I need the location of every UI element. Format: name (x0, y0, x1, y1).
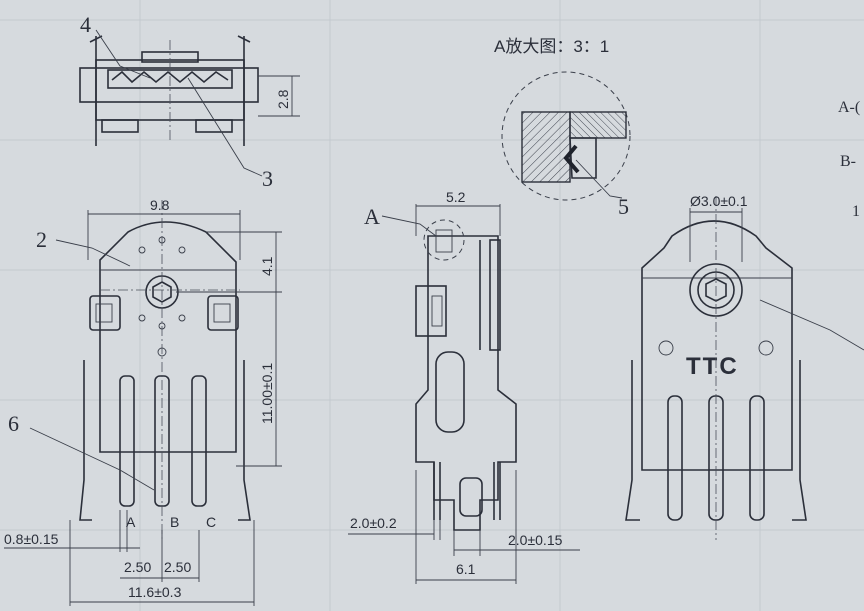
dimension-2-50-right: 2.50 (164, 559, 191, 575)
callout-5: 5 (618, 194, 629, 219)
dimension-5-2: 5.2 (446, 189, 466, 205)
dimension-6-1: 6.1 (456, 561, 476, 577)
dimension-2-8: 2.8 (275, 89, 291, 109)
rear-view: TTC Ø3.0±0.1 (625, 193, 864, 540)
dimension-2-0-right: 2.0±0.15 (508, 532, 563, 548)
note-a: A-( (838, 99, 860, 116)
note-1: 1 (852, 203, 860, 220)
brand-mark: TTC (686, 353, 739, 380)
right-edge-notes: A-( B- 1 (838, 99, 860, 220)
front-view: 9.8 4.1 11.00±0.1 2 6 A B C 0.8±0.15 2.5… (4, 197, 282, 606)
callout-3: 3 (262, 166, 273, 191)
dimension-0-8: 0.8±0.15 (4, 531, 59, 547)
callout-6: 6 (8, 411, 19, 436)
dimension-diameter: Ø3.0±0.1 (690, 193, 748, 209)
pin-label-a: A (126, 514, 136, 530)
callout-4: 4 (80, 12, 91, 37)
dimension-9-8: 9.8 (150, 197, 170, 213)
side-view: 5.2 A 2.0±0.2 2.0±0.15 6.1 (348, 189, 580, 584)
dimension-2-50-left: 2.50 (124, 559, 151, 575)
dimension-11-6: 11.6±0.3 (128, 584, 182, 600)
note-b: B- (840, 153, 856, 170)
callout-a: A (364, 204, 380, 229)
dimension-4-1: 4.1 (259, 256, 275, 276)
detail-title: A放大图：3：1 (494, 37, 609, 56)
dimension-2-0-left: 2.0±0.2 (350, 515, 397, 531)
callout-2: 2 (36, 227, 47, 252)
pin-label-b: B (170, 514, 179, 530)
dimension-11-00: 11.00±0.1 (259, 363, 275, 424)
detail-a-view: A放大图：3：1 5 (494, 37, 631, 219)
pin-label-c: C (206, 514, 216, 530)
top-view: 2.8 4 3 (79, 12, 300, 191)
